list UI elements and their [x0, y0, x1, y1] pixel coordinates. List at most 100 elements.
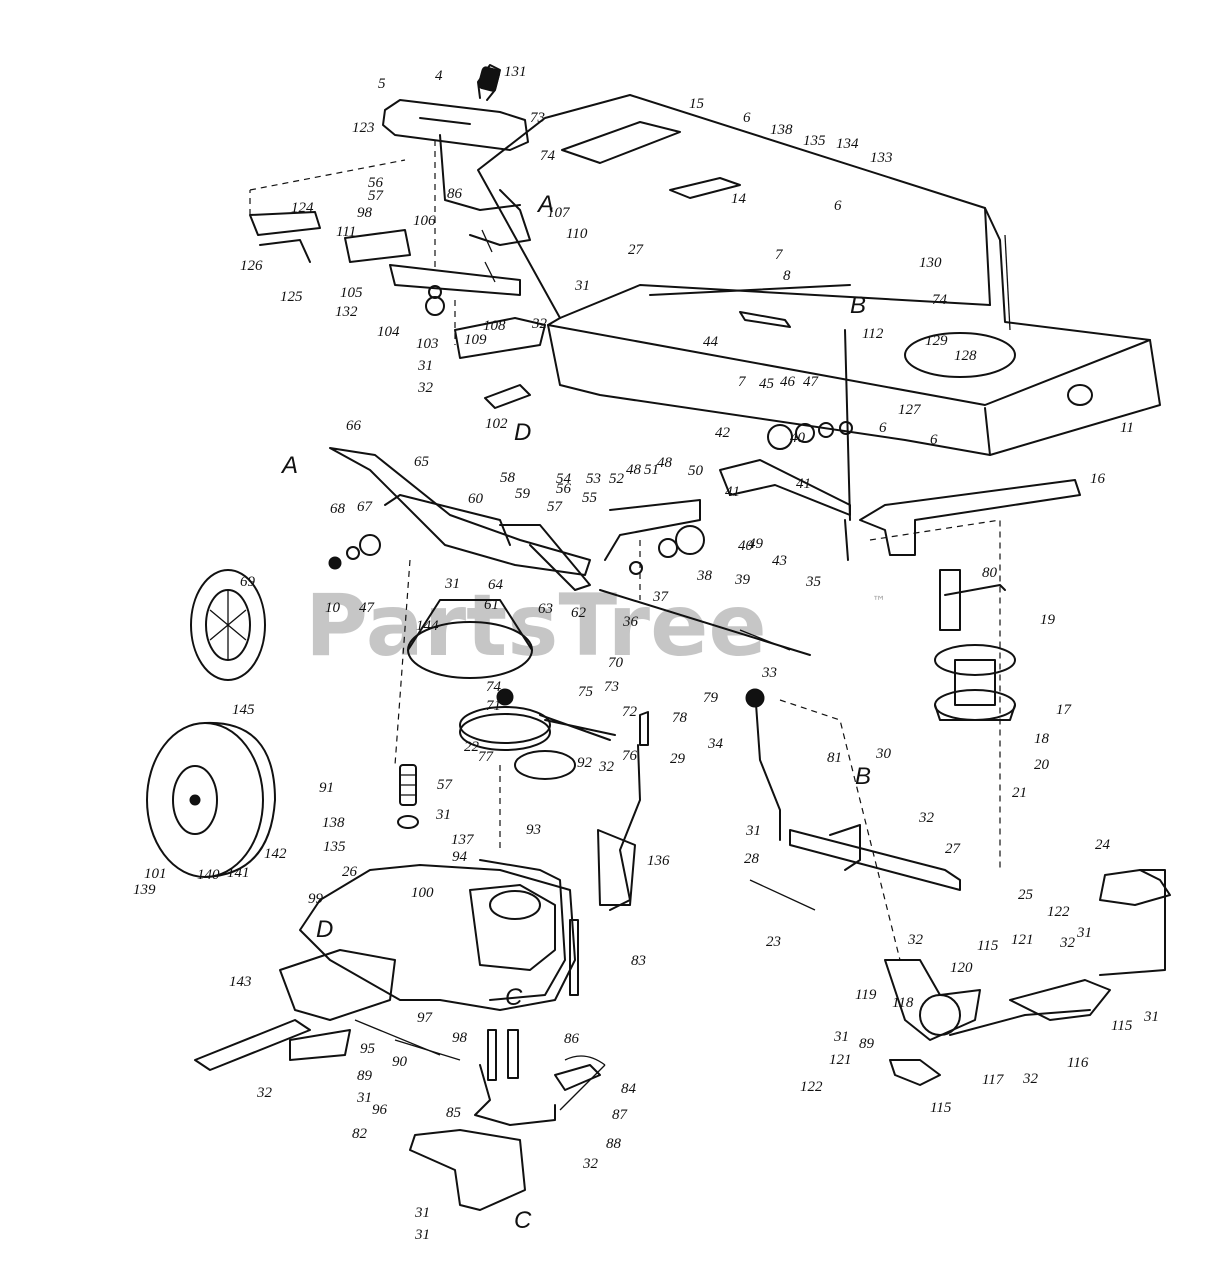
watermark-trademark: ™	[872, 594, 886, 610]
part-number-label: 116	[1067, 1055, 1089, 1071]
part-number-label: 32	[1059, 935, 1076, 951]
part-number-label: 106	[413, 213, 436, 229]
part-number-label: 138	[770, 122, 793, 138]
part-number-label: 110	[566, 226, 588, 242]
part-number-label: 98	[452, 1030, 468, 1046]
part-number-label: 26	[342, 864, 358, 880]
part-number-label: 31	[1143, 1009, 1159, 1025]
part-number-label: 102	[485, 416, 508, 432]
part-number-label: 105	[340, 285, 363, 301]
part-number-label: 86	[447, 186, 463, 202]
part-number-label: 115	[977, 938, 999, 954]
part-number-label: 31	[435, 807, 451, 823]
part-number-label: 143	[229, 974, 252, 990]
part-number-label: 121	[1011, 932, 1034, 948]
part-number-label: 73	[604, 679, 619, 695]
part-number-label: 67	[357, 499, 374, 515]
part-number-label: 52	[609, 471, 625, 487]
part-number-label: 31	[574, 278, 590, 294]
part-number-label: 29	[670, 751, 686, 767]
part-number-label: 22	[464, 739, 480, 755]
part-number-label: 50	[688, 463, 704, 479]
part-number-label: 136	[647, 853, 670, 869]
part-number-label: 38	[696, 568, 713, 584]
part-number-label: 11	[1120, 420, 1134, 436]
part-number-label: 141	[227, 865, 250, 881]
part-number-label: 100	[411, 885, 434, 901]
part-number-label: 20	[1034, 757, 1050, 773]
part-number-label: 120	[950, 960, 973, 976]
part-number-label: 107	[547, 205, 571, 221]
part-number-label: 71	[486, 698, 501, 714]
watermark-text: PartsTree	[305, 576, 767, 676]
part-number-label: 32	[1022, 1071, 1039, 1087]
part-number-label: 33	[761, 665, 777, 681]
part-number-label: 14	[731, 191, 747, 207]
part-number-label: 78	[672, 710, 688, 726]
part-number-label: 119	[855, 987, 877, 1003]
part-number-label: 4	[435, 68, 443, 84]
part-number-label: 90	[392, 1054, 408, 1070]
part-number-label: 111	[336, 224, 356, 240]
part-number-label: 134	[836, 136, 859, 152]
part-number-label: 129	[925, 333, 948, 349]
part-number-label: 70	[608, 655, 624, 671]
part-number-label: 135	[803, 133, 826, 149]
ref-letter-a: A	[280, 452, 298, 479]
part-number-label: 72	[622, 704, 638, 720]
part-number-label: 59	[515, 486, 531, 502]
part-number-label: 135	[323, 839, 346, 855]
part-number-label: 77	[478, 749, 495, 765]
part-number-label: 66	[346, 418, 362, 434]
part-number-label: 24	[1095, 837, 1111, 853]
part-number-label: 21	[1012, 785, 1027, 801]
ref-letter-b: B	[850, 292, 866, 319]
part-number-label: 32	[417, 380, 434, 396]
part-number-label: 44	[703, 334, 719, 350]
part-number-label: 121	[829, 1052, 852, 1068]
part-number-label: 49	[748, 536, 764, 552]
part-number-label: 53	[586, 471, 601, 487]
part-number-label: 81	[827, 750, 842, 766]
part-number-label: 118	[892, 995, 914, 1011]
part-number-label: 91	[319, 780, 334, 796]
part-number-label: 123	[352, 120, 375, 136]
part-number-label: 55	[582, 490, 598, 506]
part-number-label: 139	[133, 882, 156, 898]
part-number-label: 34	[707, 736, 724, 752]
part-number-label: 48	[626, 462, 642, 478]
part-number-label: 47	[359, 600, 376, 616]
wheel-assembly	[146, 569, 276, 878]
part-number-label: 115	[1111, 1018, 1133, 1034]
part-number-label: 56	[556, 481, 572, 497]
part-number-label: 74	[932, 292, 948, 308]
part-number-label: 89	[357, 1068, 373, 1084]
ref-letter-d: D	[316, 916, 333, 943]
part-number-label: 46	[780, 374, 796, 390]
part-number-label: 130	[919, 255, 942, 271]
part-number-label: 133	[870, 150, 893, 166]
part-number-label: 87	[612, 1107, 629, 1123]
part-number-label: 5	[378, 76, 386, 92]
part-number-label: 31	[414, 1227, 430, 1243]
part-number-label: 62	[571, 605, 587, 621]
part-number-label: 86	[564, 1031, 580, 1047]
part-number-label: 27	[628, 242, 645, 258]
part-number-label: 45	[759, 376, 775, 392]
part-number-label: 82	[352, 1126, 368, 1142]
ref-letter-d: D	[514, 419, 531, 446]
part-number-label: 32	[918, 810, 935, 826]
part-number-label: 76	[622, 748, 638, 764]
part-number-label: 30	[875, 746, 892, 762]
part-number-label: 99	[308, 891, 324, 907]
reference-letters: A A B B C C D D	[280, 191, 871, 1234]
part-number-label: 35	[805, 574, 822, 590]
part-number-label: 25	[1018, 887, 1034, 903]
part-number-label: 60	[468, 491, 484, 507]
part-number-label: 58	[500, 470, 516, 486]
part-number-label: 32	[907, 932, 924, 948]
part-number-label: 32	[531, 316, 548, 332]
part-number-label: 95	[360, 1041, 376, 1057]
part-number-label: 75	[578, 684, 594, 700]
